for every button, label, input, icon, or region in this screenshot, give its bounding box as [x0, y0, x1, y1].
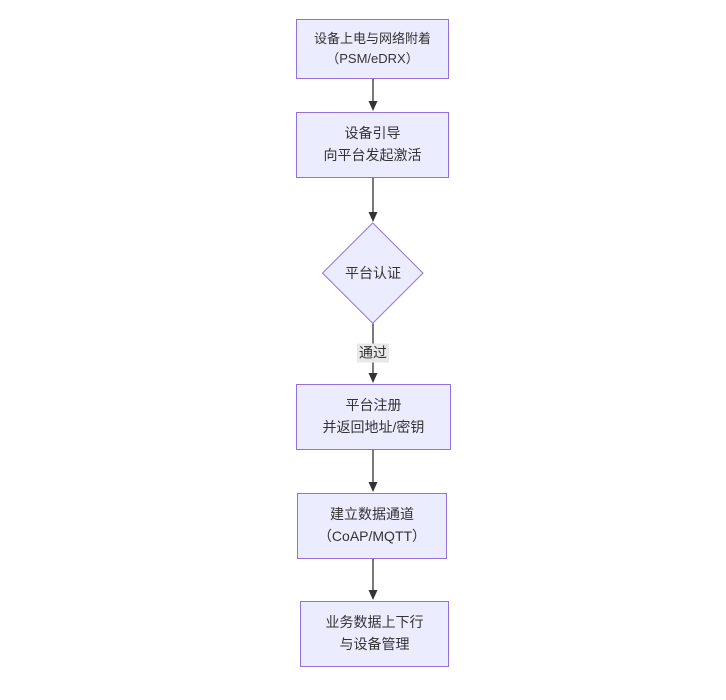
arrowhead-icon — [368, 373, 378, 383]
node-data-channel: 建立数据通道 （CoAP/MQTT） — [297, 493, 447, 559]
edge-label-pass: 通过 — [357, 343, 389, 363]
node-power-on: 设备上电与网络附着 （PSM/eDRX） — [296, 19, 449, 79]
arrowhead-icon — [368, 212, 378, 222]
edge-data-channel-to-business — [368, 559, 378, 600]
edge-bootstrap-to-auth — [368, 178, 378, 222]
edge-register-to-data-channel — [368, 450, 378, 492]
arrowhead-icon — [368, 101, 378, 111]
node-register: 平台注册 并返回地址/密钥 — [296, 384, 451, 450]
node-bootstrap: 设备引导 向平台发起激活 — [296, 112, 449, 178]
edge-power-on-to-bootstrap — [368, 79, 378, 111]
arrowhead-icon — [368, 482, 378, 492]
arrowhead-icon — [368, 590, 378, 600]
node-auth-decision-label: 平台认证 — [345, 264, 401, 281]
node-business: 业务数据上下行 与设备管理 — [300, 601, 449, 667]
